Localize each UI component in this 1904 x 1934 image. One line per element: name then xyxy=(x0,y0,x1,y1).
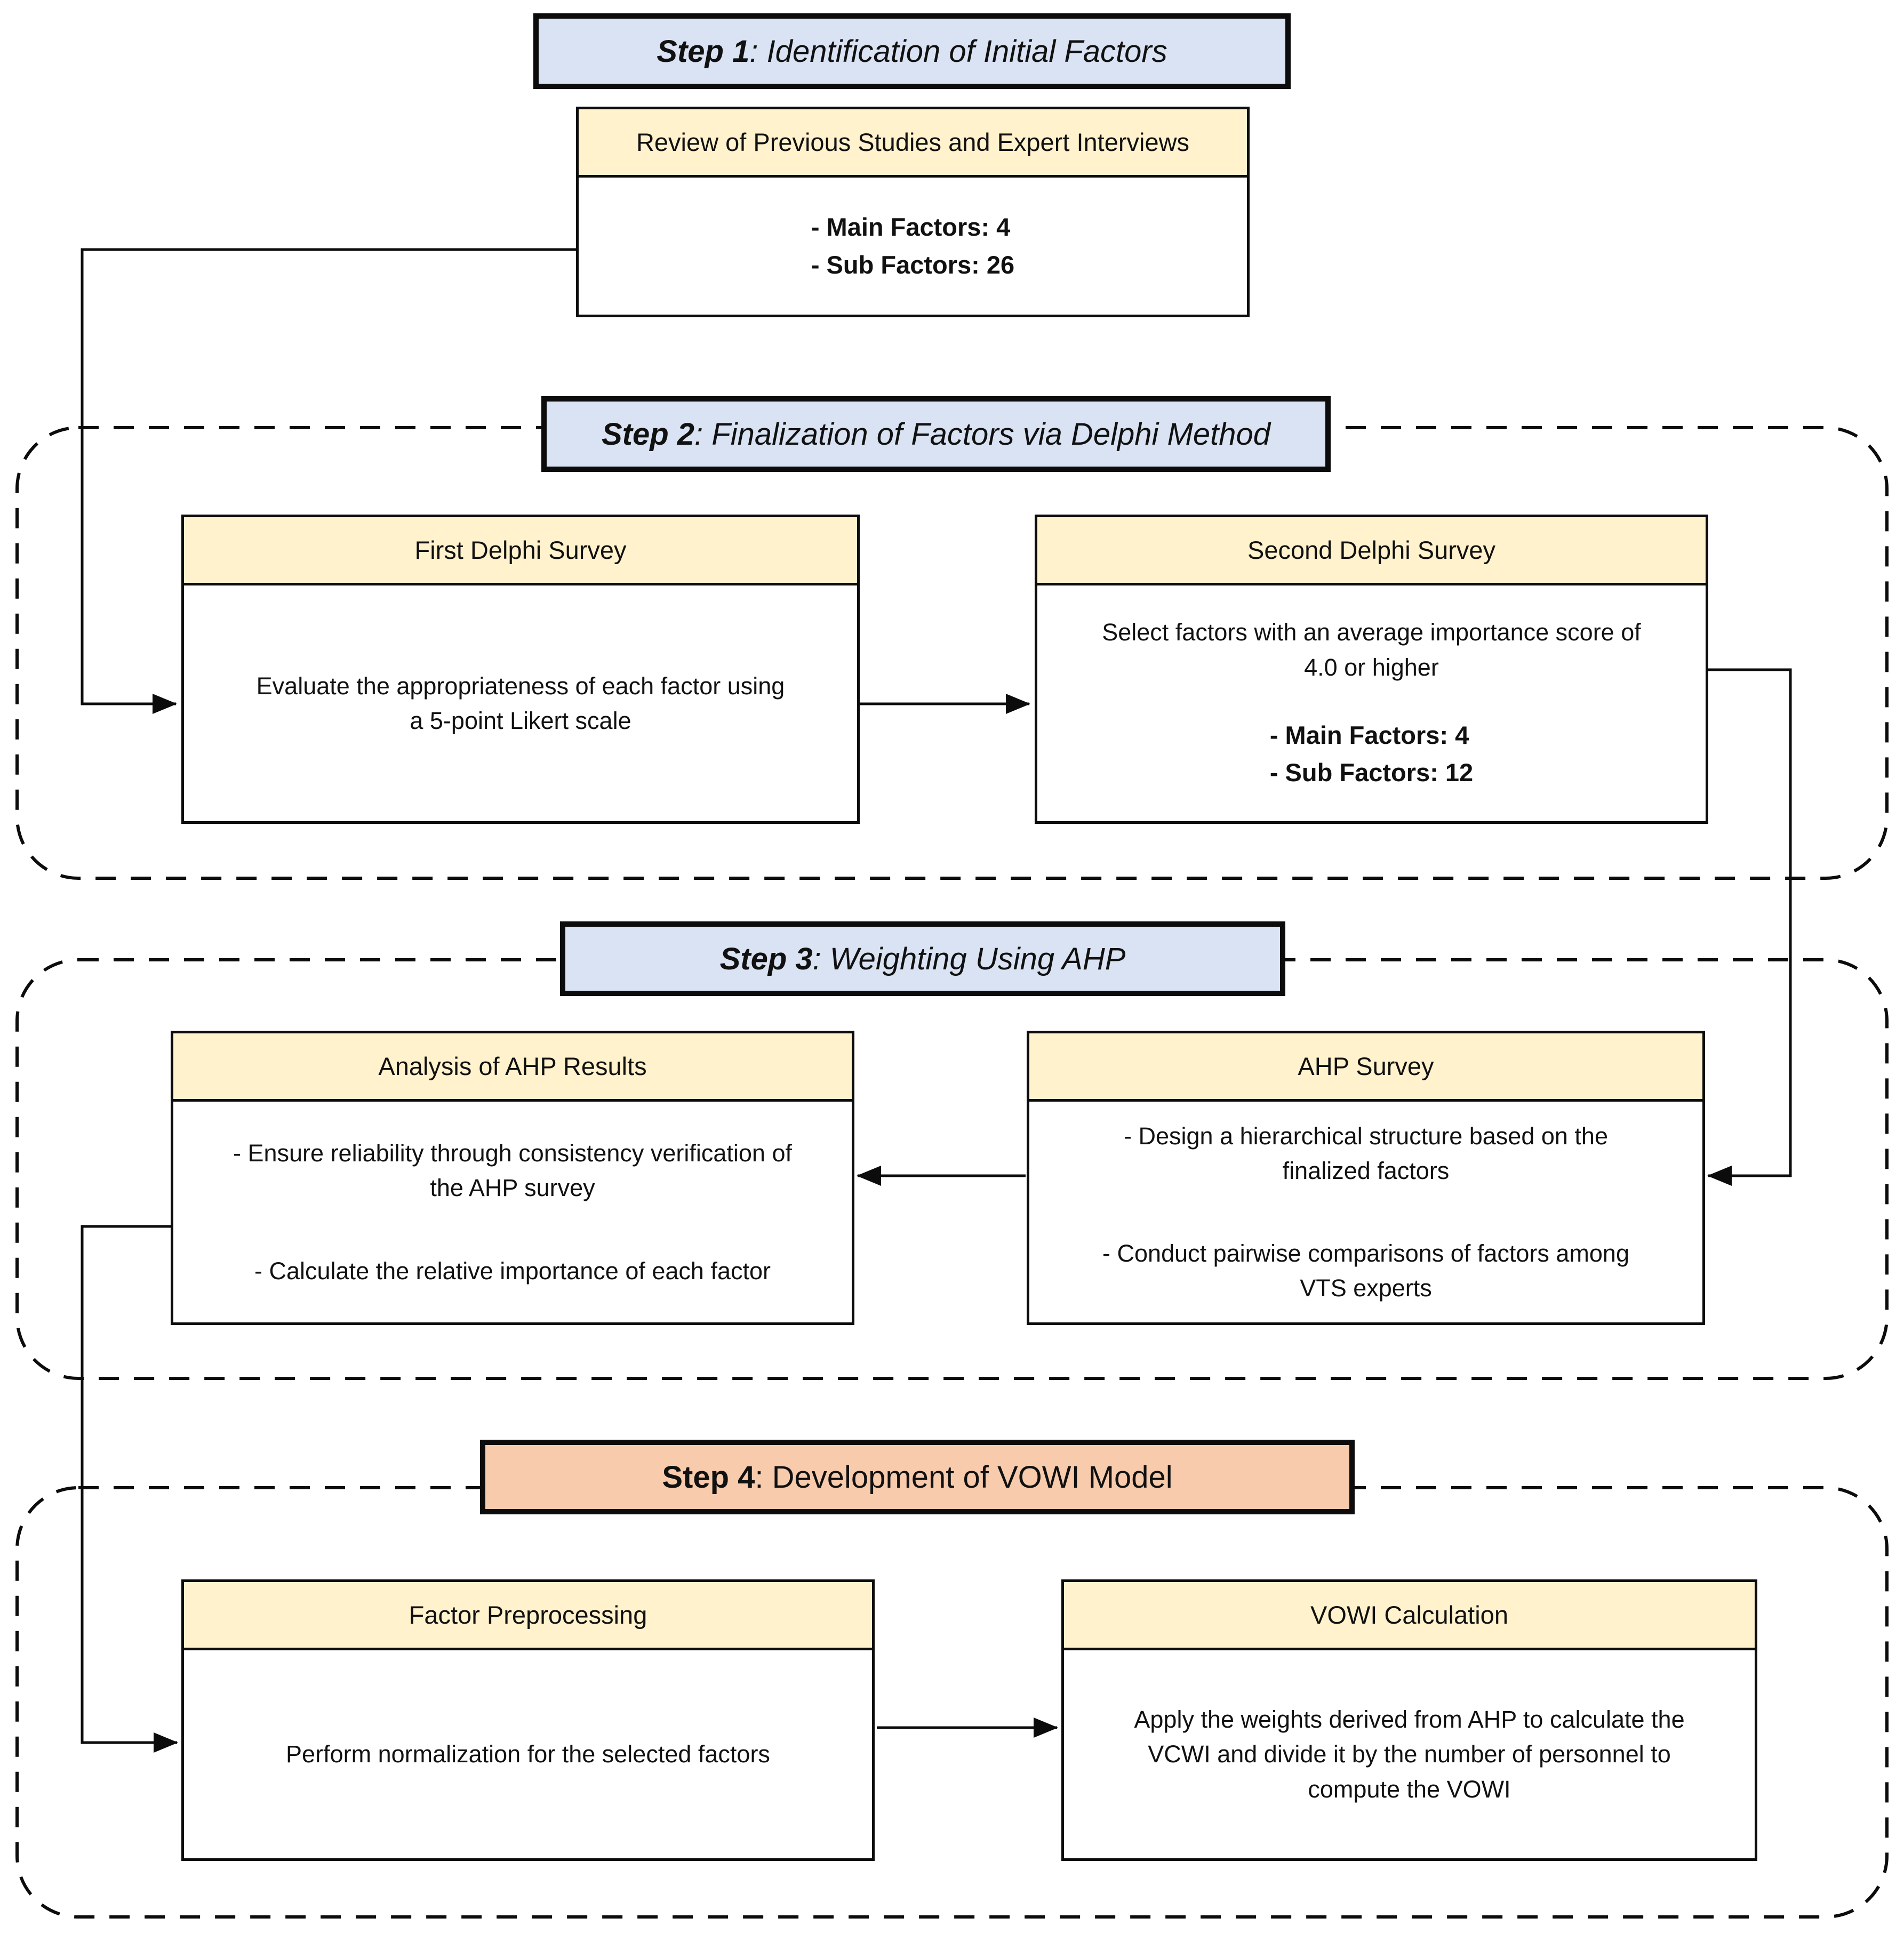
step2-label: Step 2 xyxy=(601,416,695,452)
factor-preprocessing-body: Perform normalization for the selected f… xyxy=(184,1650,872,1858)
factor-preprocessing-header: Factor Preprocessing xyxy=(184,1582,872,1650)
second-delphi-stat-main: - Main Factors: 4 xyxy=(1269,720,1469,749)
step4-label: Step 4 xyxy=(662,1459,755,1495)
connector-second-delphi-to-ahp-survey xyxy=(1707,668,1792,1186)
analysis-bullet-2: - Calculate the relative importance of e… xyxy=(254,1257,771,1285)
first-delphi-body: Evaluate the appropriateness of each fac… xyxy=(184,585,857,821)
review-stats: - Main Factors: 4 - Sub Factors: 26 xyxy=(811,208,1014,284)
vowi-calculation-body: Apply the weights derived from AHP to ca… xyxy=(1064,1650,1755,1858)
ahp-survey-bullet-2: - Conduct pairwise comparisons of factor… xyxy=(1102,1240,1629,1302)
first-delphi-header: First Delphi Survey xyxy=(184,517,857,585)
step3-header: Step 3: Weighting Using AHP xyxy=(560,921,1285,996)
ahp-survey-header: AHP Survey xyxy=(1029,1033,1702,1102)
analysis-ahp-results-box: Analysis of AHP Results - Ensure reliabi… xyxy=(171,1031,854,1325)
first-delphi-box: First Delphi Survey Evaluate the appropr… xyxy=(181,515,860,824)
step3-dashed-outline xyxy=(15,958,1889,1380)
second-delphi-box: Second Delphi Survey Select factors with… xyxy=(1035,515,1708,824)
connector-analysis-to-factor-preprocessing xyxy=(81,1225,178,1753)
analysis-ahp-results-body: - Ensure reliability through consistency… xyxy=(173,1102,852,1322)
ahp-survey-box: AHP Survey - Design a hierarchical struc… xyxy=(1027,1031,1705,1325)
analysis-ahp-results-header: Analysis of AHP Results xyxy=(173,1033,852,1102)
step3-label: Step 3 xyxy=(719,941,813,976)
vowi-calculation-header: VOWI Calculation xyxy=(1064,1582,1755,1650)
step3-title: : Weighting Using AHP xyxy=(812,941,1126,976)
step2-header: Step 2: Finalization of Factors via Delp… xyxy=(541,396,1331,472)
step4-header: Step 4: Development of VOWI Model xyxy=(480,1440,1355,1514)
step4-title: : Development of VOWI Model xyxy=(755,1459,1173,1495)
second-delphi-stat-sub: - Sub Factors: 12 xyxy=(1269,758,1474,787)
step2-title: : Finalization of Factors via Delphi Met… xyxy=(694,416,1270,452)
second-delphi-header: Second Delphi Survey xyxy=(1037,517,1706,585)
factor-preprocessing-box: Factor Preprocessing Perform normalizati… xyxy=(181,1579,875,1861)
second-delphi-text: Select factors with an average importanc… xyxy=(1102,619,1641,681)
factor-preprocessing-text: Perform normalization for the selected f… xyxy=(286,1740,770,1768)
ahp-survey-body: - Design a hierarchical structure based … xyxy=(1029,1102,1702,1322)
step1-title: : Identification of Initial Factors xyxy=(749,34,1167,69)
vowi-calculation-text: Apply the weights derived from AHP to ca… xyxy=(1134,1706,1685,1803)
ahp-survey-bullet-1: - Design a hierarchical structure based … xyxy=(1124,1122,1608,1184)
second-delphi-body: Select factors with an average importanc… xyxy=(1037,585,1706,821)
review-box: Review of Previous Studies and Expert In… xyxy=(576,107,1250,317)
step4-dashed-outline xyxy=(15,1486,1889,1919)
analysis-bullet-1: - Ensure reliability through consistency… xyxy=(233,1139,792,1202)
connector-review-to-first-delphi xyxy=(81,248,576,714)
vowi-calculation-box: VOWI Calculation Apply the weights deriv… xyxy=(1061,1579,1757,1861)
second-delphi-stats: - Main Factors: 4 - Sub Factors: 12 xyxy=(1270,717,1473,792)
step1-label: Step 1 xyxy=(657,34,750,69)
step1-header: Step 1: Identification of Initial Factor… xyxy=(533,13,1291,89)
review-stat-sub: - Sub Factors: 26 xyxy=(811,250,1015,279)
review-box-header: Review of Previous Studies and Expert In… xyxy=(579,109,1247,178)
review-box-body: - Main Factors: 4 - Sub Factors: 26 xyxy=(579,178,1247,315)
review-stat-main: - Main Factors: 4 xyxy=(811,213,1011,241)
first-delphi-text: Evaluate the appropriateness of each fac… xyxy=(256,672,785,734)
step2-dashed-outline xyxy=(15,426,1889,880)
